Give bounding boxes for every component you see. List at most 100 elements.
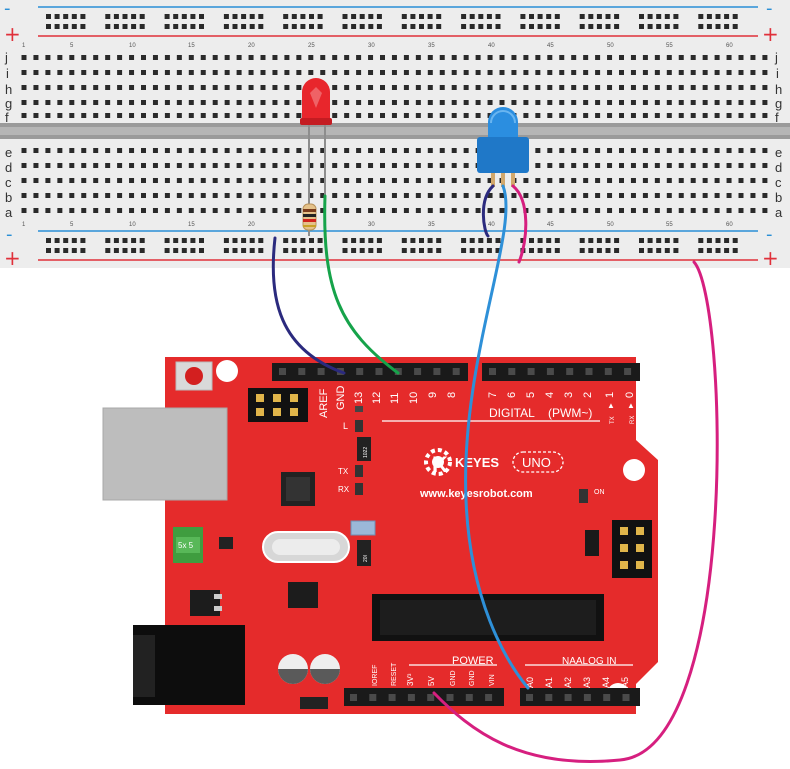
breadboard-hole: [654, 148, 660, 153]
header-pin[interactable]: [508, 368, 516, 375]
header-pin[interactable]: [298, 368, 306, 375]
header-pin[interactable]: [566, 368, 574, 375]
breadboard-hole: [356, 208, 362, 213]
header-pin[interactable]: [407, 694, 415, 701]
breadboard-hole: [415, 178, 421, 183]
breadboard-hole: [391, 55, 397, 60]
pin-label-3v3: 3V³: [406, 673, 415, 686]
breadboard-hole: [451, 85, 457, 90]
header-pin[interactable]: [356, 368, 364, 375]
breadboard-hole: [212, 193, 218, 198]
rail-hole: [258, 24, 264, 29]
header-pin[interactable]: [350, 694, 357, 701]
header-pin[interactable]: [545, 694, 553, 701]
rail-hole: [461, 24, 467, 29]
header-pin[interactable]: [388, 694, 396, 701]
breadboard-hole: [535, 113, 541, 118]
header-pin[interactable]: [527, 368, 535, 375]
breadboard-hole: [451, 113, 457, 118]
breadboard-hole: [33, 100, 39, 105]
breadboard-hole: [762, 85, 768, 90]
header-pin[interactable]: [564, 694, 572, 701]
header-pin[interactable]: [604, 368, 612, 375]
rail-hole: [317, 238, 323, 243]
header-pin[interactable]: [603, 694, 611, 701]
breadboard-hole: [654, 163, 660, 168]
header-pin[interactable]: [583, 694, 591, 701]
rail-hole: [664, 238, 670, 243]
reset-button[interactable]: [175, 361, 213, 391]
breadboard-hole: [57, 178, 63, 183]
header-pin[interactable]: [279, 368, 286, 375]
header-pin[interactable]: [489, 368, 496, 375]
header-pin[interactable]: [369, 694, 377, 701]
rail-hole: [495, 238, 501, 243]
breadboard-hole: [105, 113, 111, 118]
rail-minus-left: -: [4, 0, 11, 19]
breadboard-hole: [487, 55, 493, 60]
breadboard-hole: [248, 148, 254, 153]
breadboard-hole: [451, 55, 457, 60]
header-pin[interactable]: [375, 368, 383, 375]
pin-label-1: 1: [604, 392, 616, 398]
rail-hole: [520, 238, 526, 243]
header-pin[interactable]: [446, 694, 454, 701]
header-pin[interactable]: [465, 694, 473, 701]
breadboard-hole: [296, 178, 302, 183]
header-pin[interactable]: [414, 368, 422, 375]
header-pin[interactable]: [622, 694, 630, 701]
breadboard-hole: [678, 163, 684, 168]
breadboard-hole: [344, 148, 350, 153]
header-pin[interactable]: [624, 368, 632, 375]
breadboard-hole: [33, 208, 39, 213]
col-num: 35: [428, 43, 435, 49]
breadboard-hole: [463, 100, 469, 105]
header-pin[interactable]: [433, 368, 441, 375]
rail-hole: [232, 248, 238, 253]
rail-hole: [139, 14, 145, 19]
breadboard-hole: [678, 100, 684, 105]
breadboard-hole: [224, 70, 230, 75]
breadboard-hole: [368, 148, 374, 153]
rail-hole: [656, 248, 662, 253]
breadboard-hole: [212, 85, 218, 90]
breadboard-hole: [666, 85, 672, 90]
rail-hole: [139, 24, 145, 29]
rail-hole: [554, 248, 560, 253]
breadboard-hole: [368, 55, 374, 60]
breadboard-hole: [619, 148, 624, 153]
breadboard-hole: [152, 100, 158, 105]
breadboard-hole: [356, 85, 362, 90]
rail-holes: [46, 238, 738, 253]
header-pin[interactable]: [585, 368, 593, 375]
rail-hole: [724, 14, 730, 19]
rail-hole: [199, 248, 204, 253]
breadboard-hole: [547, 178, 553, 183]
header-pin[interactable]: [317, 368, 325, 375]
rail-hole: [105, 14, 111, 19]
breadboard-hole: [93, 85, 99, 90]
breadboard-hole: [666, 193, 672, 198]
breadboard-hole: [272, 113, 278, 118]
header-pin[interactable]: [526, 694, 533, 701]
header-pin[interactable]: [427, 694, 435, 701]
breadboard-hole: [535, 70, 541, 75]
fuse-label: 5x 5: [178, 541, 194, 550]
rail-hole: [410, 248, 416, 253]
breadboard-hole: [607, 113, 613, 118]
breadboard-hole: [762, 100, 768, 105]
breadboard-hole: [678, 178, 684, 183]
breadboard-hole: [619, 178, 624, 183]
breadboard-hole: [750, 85, 756, 90]
potentiometer[interactable]: [477, 107, 529, 187]
rail-hole: [258, 238, 264, 243]
mounting-hole: [216, 360, 238, 382]
rail-plus-left: +: [4, 22, 21, 46]
pin-label-5v: 5V: [427, 676, 436, 686]
header-pin[interactable]: [485, 694, 493, 701]
breadboard-hole: [451, 100, 457, 105]
col-num: 60: [726, 43, 733, 49]
header-pin[interactable]: [546, 368, 554, 375]
smd-component: [355, 406, 363, 412]
header-pin[interactable]: [452, 368, 460, 375]
